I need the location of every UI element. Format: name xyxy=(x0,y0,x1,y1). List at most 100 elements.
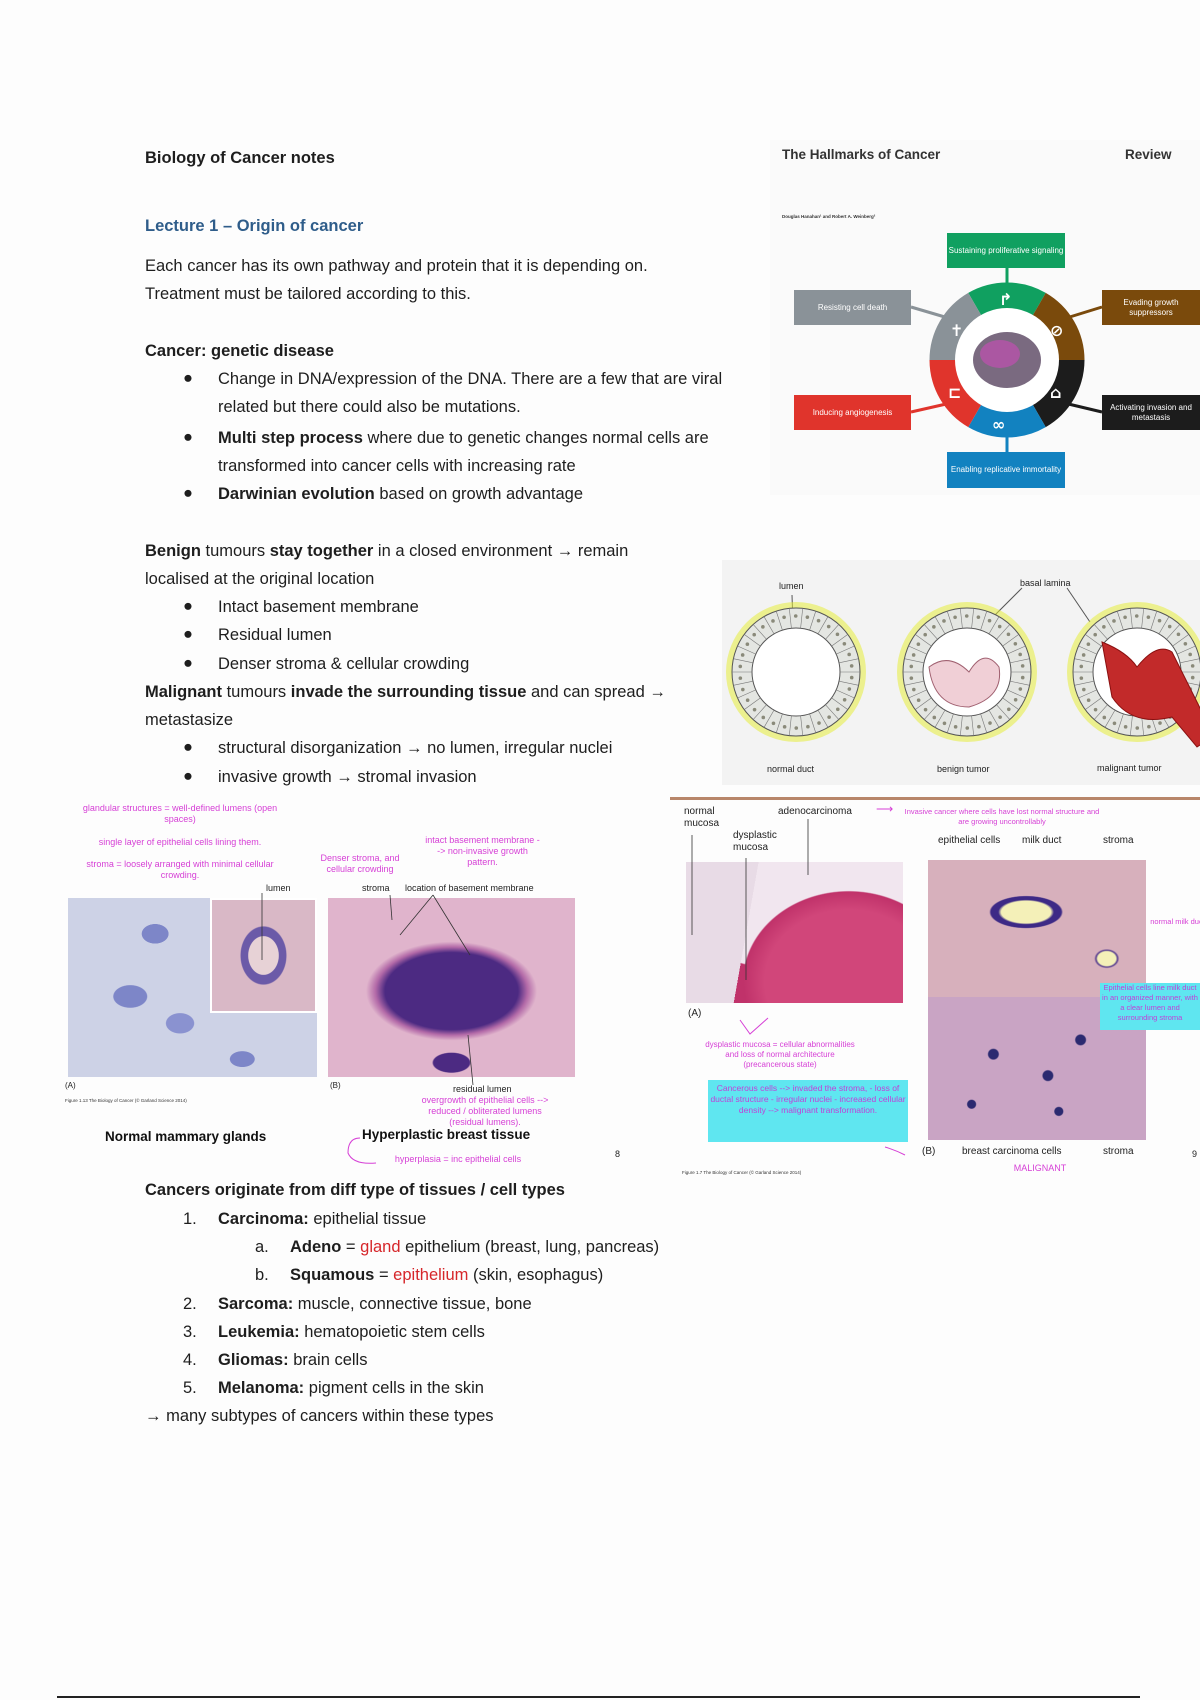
hallmarks-wheel: ↱ ⊘ ⌂ ∞ ⊏ ✝ xyxy=(910,268,1103,452)
hallmark-inducing-angiogenesis: Inducing angiogenesis xyxy=(794,395,911,430)
histology-colon-mucosa xyxy=(686,862,903,1003)
figure-caption: Figure 1.13 The Biology of Cancer (© Gar… xyxy=(65,1098,187,1103)
label-b: (B) xyxy=(922,1146,936,1157)
svg-text:⊘: ⊘ xyxy=(1050,321,1063,340)
text: and can spread → xyxy=(526,683,666,701)
origins-footer: → many subtypes of cancers within these … xyxy=(145,1407,494,1425)
note-overgrowth: overgrowth of epithelial cells --> reduc… xyxy=(421,1095,549,1127)
highlight: epithelium xyxy=(393,1266,469,1284)
label-stroma: stroma xyxy=(1103,835,1134,846)
slide9-leader-lines xyxy=(691,819,906,1156)
benign-bullet-3: Denser stroma & cellular crowding xyxy=(218,655,470,673)
slide8-leader-lines xyxy=(261,893,474,1164)
text: epithelium (breast, lung, pancreas) xyxy=(400,1238,660,1256)
document-title: Biology of Cancer notes xyxy=(145,149,335,167)
ring-segment-green xyxy=(968,282,1046,317)
svg-text:⌂: ⌂ xyxy=(1050,383,1061,402)
list-number: 1. xyxy=(183,1210,197,1228)
ring-segment-brown xyxy=(1031,292,1085,361)
bullet-text: based on growth advantage xyxy=(374,485,584,503)
label-basement-membrane: location of basement membrane xyxy=(405,883,534,893)
genetic-heading: Cancer: genetic disease xyxy=(145,342,334,360)
list-number: 4. xyxy=(183,1351,197,1369)
label-adenocarcinoma: adenocarcinoma xyxy=(778,806,852,817)
bold-term: Melanoma: xyxy=(218,1379,305,1397)
malignant-line: Malignant tumours invade the surrounding… xyxy=(145,682,666,702)
duct-normal xyxy=(726,602,866,742)
histology-inset-lumen xyxy=(210,898,317,1013)
text: hematopoietic stem cells xyxy=(299,1323,485,1341)
page-number: 9 xyxy=(1192,1149,1198,1159)
hallmark-evading-growth-suppressors: Evading growth suppressors xyxy=(1102,290,1200,325)
text: epithelial tissue xyxy=(308,1210,427,1228)
list-item: Sarcoma: muscle, connective tissue, bone xyxy=(218,1294,532,1314)
benign-bullet-2: Residual lumen xyxy=(218,626,332,644)
note-glandular: glandular structures = well-defined lume… xyxy=(82,803,278,824)
svg-text:⊏: ⊏ xyxy=(948,383,961,402)
sub-item: Adeno = gland epithelium (breast, lung, … xyxy=(290,1237,659,1257)
caption-malignant-tumor: malignant tumor xyxy=(1097,763,1162,773)
origins-heading: Cancers originate from diff type of tiss… xyxy=(145,1181,565,1199)
list-item: Leukemia: hematopoietic stem cells xyxy=(218,1322,485,1342)
note-epithelial-cells: Epithelial cells line milk duct in an or… xyxy=(1100,983,1200,1030)
slide-top-rule xyxy=(670,797,1200,800)
label-b: (B) xyxy=(330,1081,341,1090)
label-milk-duct: milk duct xyxy=(1022,835,1062,846)
hallmark-resisting-cell-death: Resisting cell death xyxy=(794,290,911,325)
hallmarks-title: The Hallmarks of Cancer xyxy=(782,147,941,162)
note-stroma-loose: stroma = loosely arranged with minimal c… xyxy=(86,859,274,880)
label-dysplastic-mucosa: dysplastic mucosa xyxy=(733,830,777,853)
hallmark-replicative-immortality: Enabling replicative immortality xyxy=(947,452,1065,488)
hallmark-sustaining-signaling: Sustaining proliferative signaling xyxy=(947,233,1065,268)
bold-term: invade the surrounding tissue xyxy=(290,683,527,701)
label-basal-lamina: basal lamina xyxy=(1020,578,1071,588)
page-number: 8 xyxy=(615,1149,621,1159)
bold-term: Squamous xyxy=(290,1266,375,1284)
list-number: 2. xyxy=(183,1295,197,1313)
malignant-bullet-1: structural disorganization → no lumen, i… xyxy=(218,739,613,757)
duct-benign xyxy=(897,602,1037,742)
arrow-icon: ⟶ xyxy=(876,802,894,816)
svg-text:∞: ∞ xyxy=(992,415,1005,434)
text: brain cells xyxy=(288,1351,368,1369)
benign-bullet-1: Intact basement membrane xyxy=(218,598,419,616)
bullet-text: where due to genetic changes normal cell… xyxy=(362,429,709,447)
bold-term: Leukemia: xyxy=(218,1323,300,1341)
note-normal-milk-duct: normal milk duct xyxy=(1150,917,1200,926)
bullet-icon: ● xyxy=(183,369,193,387)
genetic-bullet-1-cont: related but there could also be mutation… xyxy=(218,398,521,416)
bold-term: Darwinian evolution xyxy=(218,485,375,503)
bullet-icon: ● xyxy=(183,767,193,785)
bullet-icon: ● xyxy=(183,428,193,446)
genetic-bullet-2-cont: transformed into cancer cells with incre… xyxy=(218,457,576,475)
label-stroma-2: stroma xyxy=(1103,1146,1134,1157)
ring-segment-grey xyxy=(929,292,983,361)
genetic-bullet-1: Change in DNA/expression of the DNA. The… xyxy=(218,370,723,388)
intro-line-2: Treatment must be tailored according to … xyxy=(145,285,471,303)
genetic-bullet-3: Darwinian evolution based on growth adva… xyxy=(218,484,583,504)
caption-benign-tumor: benign tumor xyxy=(937,764,990,774)
title-normal-mammary: Normal mammary glands xyxy=(105,1129,267,1144)
svg-text:✝: ✝ xyxy=(950,321,963,340)
duct-diagram: lumen basal lamina normal duct benign tu… xyxy=(722,560,1200,785)
hallmark-activating-invasion: Activating invasion and metastasis xyxy=(1102,395,1200,430)
bold-term: Sarcoma: xyxy=(218,1295,294,1313)
label-lumen: lumen xyxy=(779,581,804,591)
text: muscle, connective tissue, bone xyxy=(293,1295,532,1313)
bullet-icon: ● xyxy=(183,625,193,643)
label-stroma: stroma xyxy=(362,883,390,893)
sub-item: Squamous = epithelium (skin, esophagus) xyxy=(290,1265,603,1285)
text: = xyxy=(374,1266,394,1284)
bold-term: Benign xyxy=(145,542,201,560)
bold-term: Malignant xyxy=(145,683,222,701)
highlight: gland xyxy=(360,1238,401,1256)
label-lumen: lumen xyxy=(266,883,291,893)
label-residual-lumen: residual lumen xyxy=(453,1084,512,1094)
genetic-bullet-2: Multi step process where due to genetic … xyxy=(218,428,709,448)
text: = xyxy=(341,1238,361,1256)
hallmarks-authors: Douglas Hanahan¹ and Robert A. Weinberg² xyxy=(782,214,876,219)
malignant-bullet-2: invasive growth → stromal invasion xyxy=(218,768,477,786)
malignant-line-2: metastasize xyxy=(145,711,234,729)
bold-term: Multi step process xyxy=(218,429,363,447)
histology-normal-duct xyxy=(928,860,1146,997)
